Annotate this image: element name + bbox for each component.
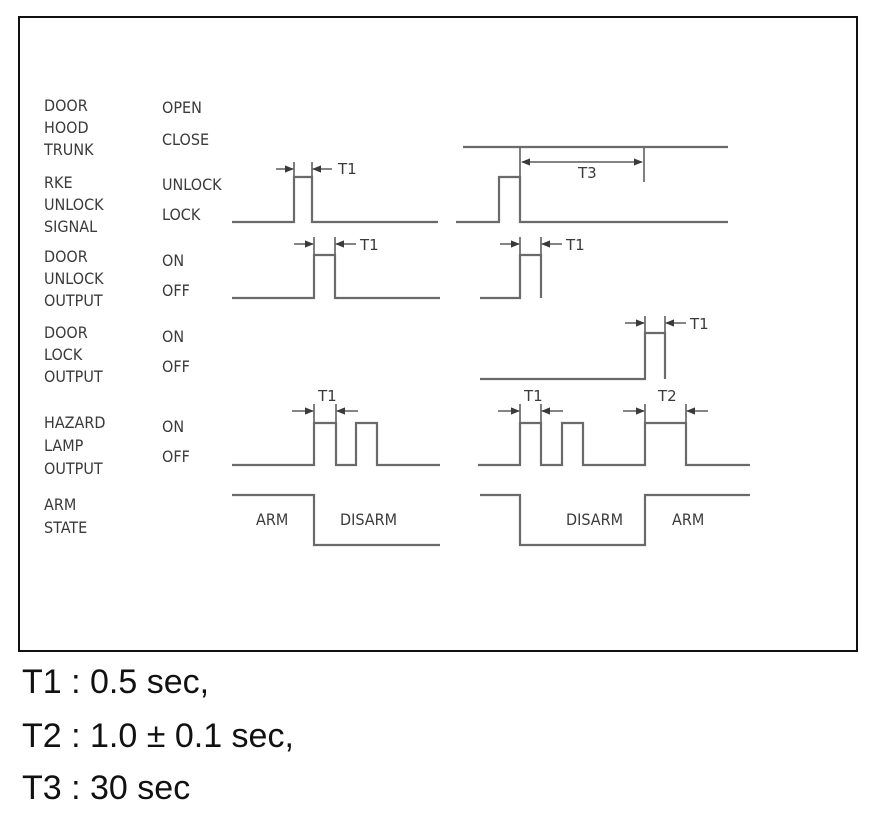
hazard-lamp-right-wave (478, 421, 750, 467)
door-unlock-output-right-wave (480, 253, 543, 300)
state-lock: LOCK (162, 205, 201, 224)
state-door-unlock-on: ON (162, 251, 184, 270)
signal-4-name-line-1: DOOR (44, 323, 88, 342)
signal-2-name-line-1: RKE (44, 173, 73, 192)
rke-signal-right-wave (456, 175, 728, 224)
state-open: OPEN (162, 98, 202, 117)
arm-left-text: ARM (256, 510, 288, 529)
legend-t1: T1 : 0.5 sec, (22, 663, 210, 701)
t1-unlock-right-label: T1 (565, 236, 585, 254)
signal-5-name-line-1: HAZARD (44, 413, 105, 432)
t1-hazard-left-label: T1 (317, 387, 337, 405)
arm-state-right-wave (480, 493, 750, 547)
signal-labels: DOOR HOOD TRUNK RKE UNLOCK SIGNAL DOOR U… (43, 96, 105, 537)
timing-diagram-frame (18, 16, 858, 652)
timing-diagram: DOOR HOOD TRUNK RKE UNLOCK SIGNAL DOOR U… (43, 96, 750, 547)
state-door-lock-on: ON (162, 327, 184, 346)
signal-6-name-line-2: STATE (44, 518, 87, 537)
state-door-unlock-off: OFF (162, 281, 190, 300)
rke-signal-left-wave (232, 175, 438, 224)
state-door-lock-off: OFF (162, 357, 190, 376)
legend-t2: T2 : 1.0 ± 0.1 sec, (22, 717, 294, 755)
t1-hazard-right-label: T1 (523, 387, 543, 405)
hazard-lamp-left-wave (232, 421, 440, 467)
door-lock-output-right-wave (480, 331, 667, 381)
state-unlock: UNLOCK (162, 175, 222, 194)
legend-t3: T3 : 30 sec (22, 769, 191, 807)
signal-1-name-line-1: DOOR (44, 96, 88, 115)
signal-1-name-line-3: TRUNK (43, 140, 94, 159)
state-close: CLOSE (162, 130, 209, 149)
t1-rke-left-label: T1 (337, 160, 357, 178)
signal-3-name-line-2: UNLOCK (44, 269, 104, 288)
t1-unlock-left-label: T1 (359, 236, 379, 254)
waveforms-left (232, 175, 440, 547)
signal-2-name-line-3: SIGNAL (44, 217, 97, 236)
signal-3-name-line-3: OUTPUT (44, 291, 103, 310)
signal-3-name-line-1: DOOR (44, 247, 88, 266)
state-hazard-on: ON (162, 417, 184, 436)
door-unlock-output-left-wave (232, 253, 440, 300)
state-hazard-off: OFF (162, 447, 190, 466)
signal-2-name-line-2: UNLOCK (44, 195, 104, 214)
signal-4-name-line-3: OUTPUT (44, 367, 103, 386)
arm-state-texts: ARM DISARM DISARM ARM (256, 510, 704, 529)
timing-annotations: T1 T3 T1 T1 T1 T1 T1 (276, 148, 709, 422)
signal-6-name-line-1: ARM (44, 495, 76, 514)
waveforms-right (456, 145, 750, 547)
signal-5-name-line-2: LAMP (44, 436, 84, 455)
signal-5-name-line-3: OUTPUT (44, 459, 103, 478)
arm-state-left-wave (232, 493, 440, 547)
arm-right-text: ARM (672, 510, 704, 529)
t1-lock-label: T1 (689, 315, 709, 333)
state-labels: OPEN CLOSE UNLOCK LOCK ON OFF ON OFF ON … (162, 98, 222, 466)
disarm-right-text: DISARM (566, 510, 623, 529)
t2-label: T2 (657, 387, 677, 405)
t3-label: T3 (577, 164, 597, 182)
signal-1-name-line-2: HOOD (44, 118, 89, 137)
disarm-left-text: DISARM (340, 510, 397, 529)
signal-4-name-line-2: LOCK (44, 345, 83, 364)
